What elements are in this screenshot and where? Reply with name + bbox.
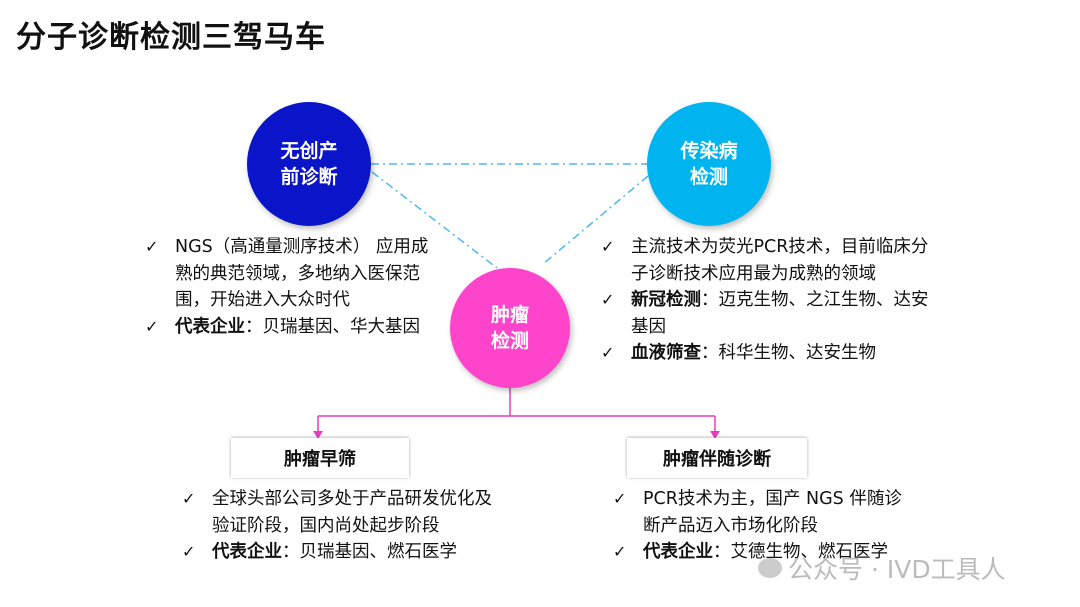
list-item: ✓ 代表企业：艾德生物、燃石医学 (613, 539, 903, 566)
dash-line-left (371, 171, 498, 269)
item-text: PCR技术为主，国产 NGS 伴随诊断产品迈入市场化阶段 (643, 489, 902, 536)
list-item: ✓ 全球头部公司多处于产品研发优化及验证阶段，国内尚处起步阶段 (182, 486, 497, 539)
wechat-icon (758, 558, 782, 578)
infectious-list: ✓主流技术为荧光PCR技术，目前临床分子诊断技术应用最为成熟的领域 ✓新冠检测：… (601, 234, 936, 367)
item-text: ：贝瑞基因、燃石医学 (282, 542, 457, 562)
item-text: ：贝瑞基因、华大基因 (245, 316, 420, 337)
arrow-right (710, 431, 720, 439)
item-bold: 代表企业 (175, 316, 245, 337)
tumor-companion-diagnosis-box: 肿瘤伴随诊断 (627, 438, 807, 478)
circle-label: 前诊断 (280, 166, 338, 188)
check-icon: ✓ (601, 290, 615, 309)
noninvasive-list: ✓ NGS（高通量测序技术） 应用成熟的典范领域，多地纳入医保范围，开始进入大众时… (145, 234, 445, 340)
check-icon: ✓ (601, 237, 615, 256)
list-item: ✓ PCR技术为主，国产 NGS 伴随诊断产品迈入市场化阶段 (613, 486, 903, 539)
tumor-detection-circle: 肿瘤检测 (450, 268, 570, 388)
circle-label: 无创产 (280, 140, 338, 162)
item-bold: 代表企业 (212, 542, 282, 562)
item-text: 全球头部公司多处于产品研发优化及验证阶段，国内尚处起步阶段 (212, 489, 492, 536)
list-item: ✓ 新冠检测：迈克生物、之江生物、达安基因 (601, 287, 936, 340)
item-bold: 代表企业 (643, 542, 713, 562)
arrow-left (313, 431, 323, 439)
list-item: ✓ 代表企业：贝瑞基因、华大基因 (145, 314, 445, 341)
check-icon: ✓ (182, 542, 196, 561)
check-icon: ✓ (601, 343, 615, 362)
item-bold: 血液筛查 (631, 343, 701, 363)
item-bold: 新冠检测 (631, 290, 701, 310)
circle-label: 检测 (689, 166, 728, 188)
noninvasive-prenatal-circle: 无创产前诊断 (247, 102, 371, 226)
item-text: 主流技术为荧光PCR技术，目前临床分子诊断技术应用最为成熟的领域 (631, 237, 929, 284)
item-text: ：艾德生物、燃石医学 (713, 542, 888, 562)
check-icon: ✓ (145, 237, 159, 256)
circle-label: 传染病 (680, 140, 738, 162)
infectious-disease-circle: 传染病检测 (647, 102, 771, 226)
item-text: NGS（高通量测序技术） 应用成熟的典范领域，多地纳入医保范围，开始进入大众时代 (175, 237, 429, 310)
list-item: ✓ NGS（高通量测序技术） 应用成熟的典范领域，多地纳入医保范围，开始进入大众时… (145, 234, 445, 314)
circle-label: 检测 (490, 330, 529, 352)
early-screening-list: ✓ 全球头部公司多处于产品研发优化及验证阶段，国内尚处起步阶段 ✓ 代表企业：贝瑞基… (182, 486, 497, 566)
item-text: ：迈克生物、之江生物、达安基因 (631, 290, 929, 337)
check-icon: ✓ (613, 542, 627, 561)
circle-label: 肿瘤 (490, 304, 529, 326)
tumor-early-screening-box: 肿瘤早筛 (231, 438, 409, 478)
check-icon: ✓ (145, 316, 159, 336)
check-icon: ✓ (613, 489, 627, 508)
dash-line-right (542, 175, 649, 265)
companion-diagnosis-list: ✓ PCR技术为主，国产 NGS 伴随诊断产品迈入市场化阶段 ✓ 代表企业：艾德生物… (613, 486, 903, 566)
list-item: ✓ 血液筛查：科华生物、达安生物 (601, 340, 936, 367)
check-icon: ✓ (182, 489, 196, 508)
item-text: ：科华生物、达安生物 (701, 343, 876, 363)
list-item: ✓ 代表企业：贝瑞基因、燃石医学 (182, 539, 497, 566)
watermark-text: 公众号 · IVD工具人 (788, 555, 1006, 584)
page-title: 分子诊断检测三驾马车 (16, 20, 326, 55)
list-item: ✓ 主流技术为荧光PCR技术，目前临床分子诊断技术应用最为成熟的领域 (601, 234, 936, 287)
watermark: 公众号 · IVD工具人 (758, 550, 1006, 586)
